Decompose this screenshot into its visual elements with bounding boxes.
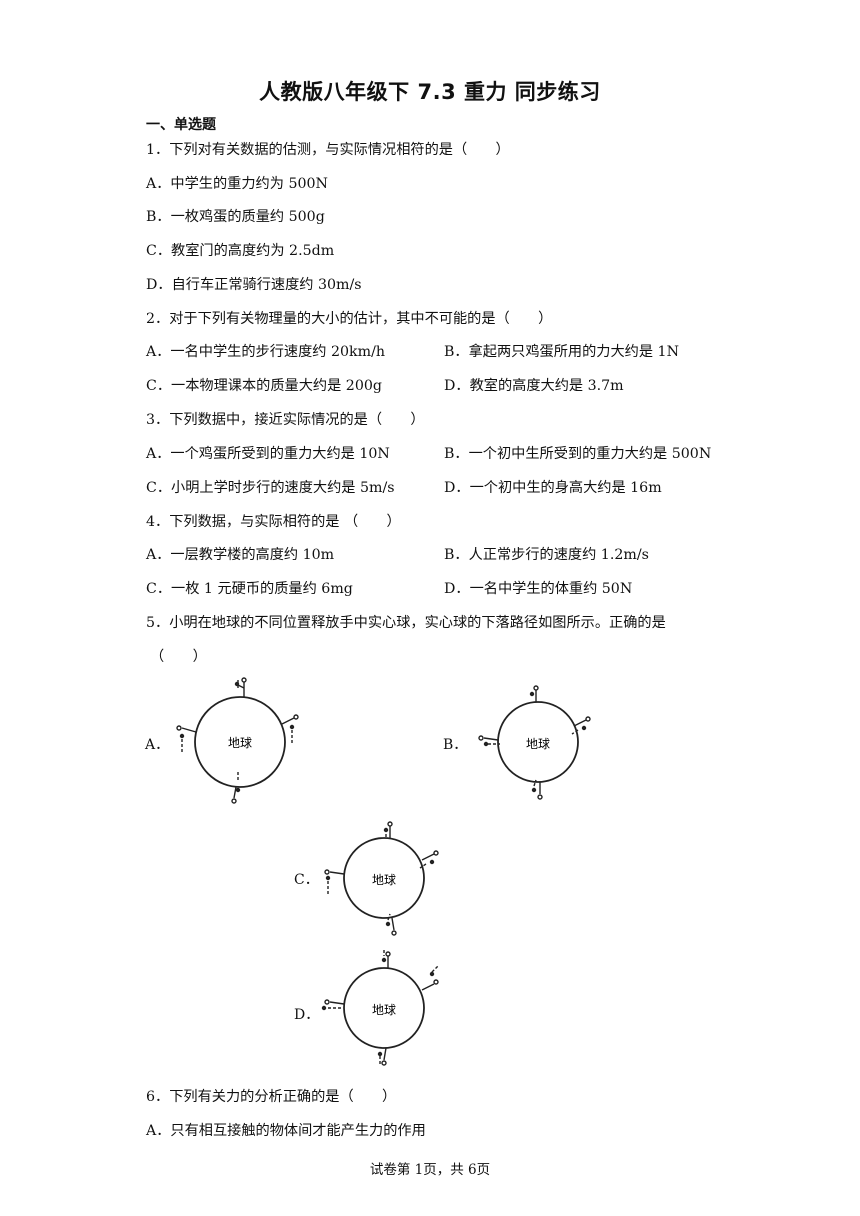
q4-option-b: B．人正常步行的速度约 1.2m/s: [444, 547, 649, 563]
q1-stem: 1．下列对有关数据的估测，与实际情况相符的是（ ）: [146, 142, 510, 158]
q2-option-c: C．一本物理课本的质量大约是 200g: [146, 378, 382, 394]
earth-label: 地球: [526, 737, 550, 751]
q2-stem: 2．对于下列有关物理量的大小的估计，其中不可能的是（ ）: [146, 311, 553, 327]
q5-figure-c: 地球: [324, 821, 439, 936]
q6-option-a: A．只有相互接触的物体间才能产生力的作用: [146, 1123, 426, 1139]
q4-option-d: D．一名中学生的体重约 50N: [444, 581, 633, 597]
page-footer: 试卷第 1页，共 6页: [369, 1162, 491, 1178]
person-right: [281, 714, 299, 744]
q3-option-c: C．小明上学时步行的速度大约是 5m/s: [146, 480, 395, 496]
earth-circle: [343, 967, 425, 1049]
q2-option-b: B．拿起两只鸡蛋所用的力大约是 1N: [444, 344, 680, 360]
q5-figure-d: 地球: [321, 950, 439, 1066]
q2-option-d: D．教室的高度大约是 3.7m: [444, 378, 624, 394]
person-right: [571, 716, 591, 735]
q1-option-c: C．教室门的高度约为 2.5dm: [146, 243, 335, 259]
q3-option-b: B．一个初中生所受到的重力大约是 500N: [444, 446, 712, 462]
section-heading: 一、单选题: [146, 117, 216, 133]
q1-option-a: A．中学生的重力约为 500N: [146, 176, 328, 192]
earth-circle: [194, 696, 286, 788]
person-right: [419, 850, 439, 869]
earth-label: 地球: [228, 736, 252, 750]
q1-option-b: B．一枚鸡蛋的质量约 500g: [146, 209, 325, 225]
q5-stem-paren: （ ）: [150, 649, 207, 665]
q5-figure-a-label: A．: [145, 737, 170, 753]
person-bottom: [385, 913, 397, 936]
person-bottom: [231, 770, 241, 804]
q1-option-d: D．自行车正常骑行速度约 30m/s: [146, 277, 362, 293]
earth-label: 地球: [372, 1003, 396, 1017]
q3-option-a: A．一个鸡蛋所受到的重力大约是 10N: [146, 446, 390, 462]
person-bottom: [377, 1047, 387, 1066]
q5-figure-b: 地球: [478, 685, 591, 800]
q6-stem: 6．下列有关力的分析正确的是（ ）: [146, 1089, 397, 1105]
person-top: [383, 821, 393, 838]
q5-stem: 5．小明在地球的不同位置释放手中实心球，实心球的下落路径如图所示。正确的是: [146, 615, 666, 631]
q5-figure-a: 地球: [176, 677, 299, 804]
person-left: [324, 869, 345, 894]
q5-figure-c-label: C．: [294, 872, 319, 888]
q4-option-c: C．一枚 1 元硬币的质量约 6mg: [146, 581, 353, 597]
q4-stem: 4．下列数据，与实际相符的是 （ ）: [146, 514, 401, 530]
q3-stem: 3．下列数据中，接近实际情况的是（ ）: [146, 412, 425, 428]
earth-label: 地球: [372, 873, 396, 887]
person-left: [176, 725, 197, 752]
q2-option-a: A．一名中学生的步行速度约 20km/h: [146, 344, 386, 360]
q5-figure-b-label: B．: [443, 737, 468, 753]
person-right: [421, 965, 439, 991]
person-bottom: [531, 779, 543, 800]
person-left: [321, 999, 345, 1011]
q3-option-d: D．一个初中生的身高大约是 16m: [444, 480, 662, 496]
person-top: [234, 677, 247, 697]
q5-figure-d-label: D．: [294, 1007, 320, 1023]
page-title: 人教版八年级下 7.3 重力 同步练习: [259, 80, 601, 104]
person-top: [381, 950, 391, 968]
earth-circle: [497, 701, 579, 783]
person-top: [529, 685, 539, 702]
q4-option-a: A．一层教学楼的高度约 10m: [146, 547, 335, 563]
earth-circle: [343, 837, 425, 919]
person-left: [478, 735, 500, 747]
